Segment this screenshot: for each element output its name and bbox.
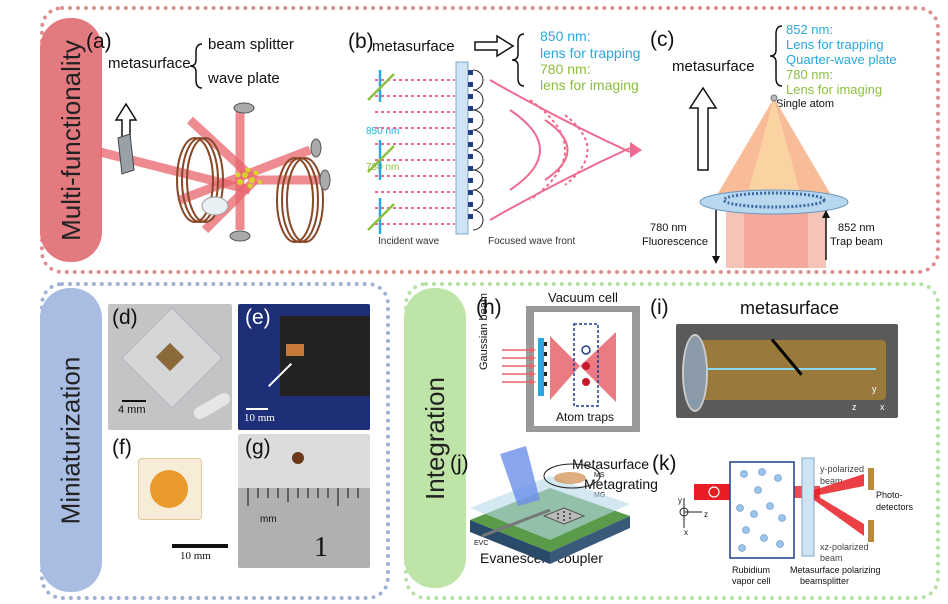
- panel-d-scalebar: [122, 400, 146, 402]
- panel-j-metagrating: Metagrating: [584, 476, 658, 492]
- panel-c-fluor-nm: 780 nm: [650, 222, 687, 234]
- panel-h-label: (h): [476, 296, 502, 319]
- panel-g-photo: mm 1: [238, 434, 370, 568]
- integration-title: Integration: [419, 376, 450, 500]
- panel-j-evc: EVC: [474, 540, 489, 547]
- panel-i-metasurface: metasurface: [740, 298, 840, 318]
- panel-a-diagram: [98, 43, 331, 243]
- panel-k-xz-pol: xz-polarized: [820, 542, 869, 552]
- panel-a-metasurface: metasurface: [108, 55, 191, 72]
- panel-c-img-fn: Lens for imaging: [786, 82, 883, 97]
- panel-c-trap-nm: 852 nm:: [786, 22, 833, 37]
- panel-b-img-fn: lens for imaging: [540, 77, 639, 93]
- panel-e-photo: 10 mm: [238, 304, 370, 430]
- panel-h-diagram: [502, 306, 640, 432]
- panel-b-diagram: [367, 33, 642, 235]
- panel-c-trap-beam: Trap beam: [830, 236, 883, 248]
- panel-k-ax-x: x: [684, 528, 688, 537]
- panel-g-ruler-unit: mm: [260, 514, 277, 525]
- panel-h-traps: Atom traps: [556, 410, 615, 424]
- panel-b-label: (b): [348, 30, 374, 53]
- panel-k-beam: beam: [820, 476, 843, 486]
- panel-b-img-nm: 780 nm:: [540, 61, 591, 77]
- integration-pill: Integration: [404, 288, 466, 588]
- panel-b-trap-fn: lens for trapping: [540, 45, 641, 61]
- panel-b-incident: Incident wave: [378, 236, 440, 247]
- panel-k-photo: Photo-: [876, 490, 903, 500]
- panel-f-glass: [138, 458, 202, 520]
- panel-g-ticks: [247, 488, 359, 506]
- panel-k-mps2: beamsplitter: [800, 576, 850, 586]
- panel-i-cell-window: [682, 334, 708, 412]
- panel-i-label: (i): [650, 296, 669, 319]
- panel-g-sample: [292, 452, 304, 464]
- panel-i-cell-body: [696, 340, 886, 400]
- panel-j-diagram: [470, 446, 630, 564]
- panel-a-beam-splitter: beam splitter: [208, 36, 294, 53]
- panel-d-scale: 4 mm: [118, 404, 146, 416]
- miniaturization-title: Miniaturization: [55, 356, 86, 524]
- panel-e-chip: [286, 344, 304, 356]
- panel-c-trap-beam-nm: 852 nm: [838, 222, 875, 234]
- panel-g-ruler: [238, 488, 370, 568]
- panel-c-img-nm: 780 nm:: [786, 67, 833, 82]
- panel-i-ax-y: y: [872, 384, 877, 394]
- panel-b-wl-780: 780 nm: [366, 162, 400, 173]
- panel-c-label: (c): [650, 28, 675, 51]
- panel-d-photo: 4 mm: [108, 304, 232, 430]
- panel-i-beam: [706, 368, 876, 370]
- panel-f-label: (f): [112, 436, 132, 459]
- panel-c-diagram: [688, 25, 849, 268]
- panel-c-trap-fn: Lens for trapping: [786, 37, 884, 52]
- panel-j-metasurface: Metasurface: [572, 456, 650, 472]
- panel-a-wave-plate: wave plate: [208, 70, 280, 87]
- panel-h-gaussian: Gaussian beam: [478, 292, 490, 370]
- panel-i-ax-z: z: [852, 402, 857, 412]
- panel-k-detectors: detectors: [876, 502, 914, 512]
- panel-b-metasurface: metasurface: [372, 38, 455, 55]
- panel-a-label: (a): [86, 30, 112, 53]
- panel-f-scale: 10 mm: [180, 550, 211, 562]
- panel-c-single-atom: Single atom: [776, 98, 835, 110]
- panel-b-focused: Focused wave front: [488, 236, 576, 247]
- panel-k-rb1: Rubidium: [732, 565, 771, 575]
- panel-k-diagram: [679, 457, 874, 559]
- multi-functionality-pill: Multi-functionality: [40, 18, 102, 262]
- panel-h-vacuum: Vacuum cell: [548, 290, 618, 305]
- panel-k-ax-y: y: [678, 496, 682, 505]
- panel-k-ax-z: z: [704, 510, 708, 519]
- panel-e-label: (e): [245, 306, 271, 329]
- panel-f-photo: 10 mm: [108, 434, 232, 568]
- panel-f-scalebar: [172, 544, 228, 548]
- panel-b-trap-nm: 850 nm:: [540, 28, 591, 44]
- panel-e-scale: 10 mm: [244, 412, 275, 424]
- panel-b-wl-850: 850 nm: [366, 126, 400, 137]
- panel-e-holder: [280, 316, 370, 396]
- panel-e-scalebar: [246, 408, 268, 410]
- panel-c-fluor: Fluorescence: [642, 236, 709, 248]
- panel-j-label: (j): [450, 452, 469, 475]
- panel-c-qwp: Quarter-wave plate: [786, 52, 897, 67]
- panel-k-beam2: beam: [820, 553, 843, 563]
- panel-j-ms: MS: [594, 472, 605, 479]
- panel-d-label: (d): [112, 306, 138, 329]
- panel-k-rb2: vapor cell: [732, 576, 771, 586]
- panel-i-photo: y z x: [676, 324, 898, 418]
- panel-k-y-pol: y-polarized: [820, 464, 865, 474]
- panel-i-ax-x: x: [880, 402, 885, 412]
- panel-c-metasurface: metasurface: [672, 58, 755, 75]
- panel-g-ruler-num: 1: [314, 532, 328, 563]
- panel-k-mps1: Metasurface polarizing: [790, 565, 881, 575]
- panel-d-tweezer: [191, 390, 232, 422]
- panel-g-label: (g): [245, 436, 271, 459]
- miniaturization-pill: Miniaturization: [40, 288, 102, 592]
- panel-k-label: (k): [652, 452, 677, 475]
- panel-f-metasurface: [150, 470, 188, 508]
